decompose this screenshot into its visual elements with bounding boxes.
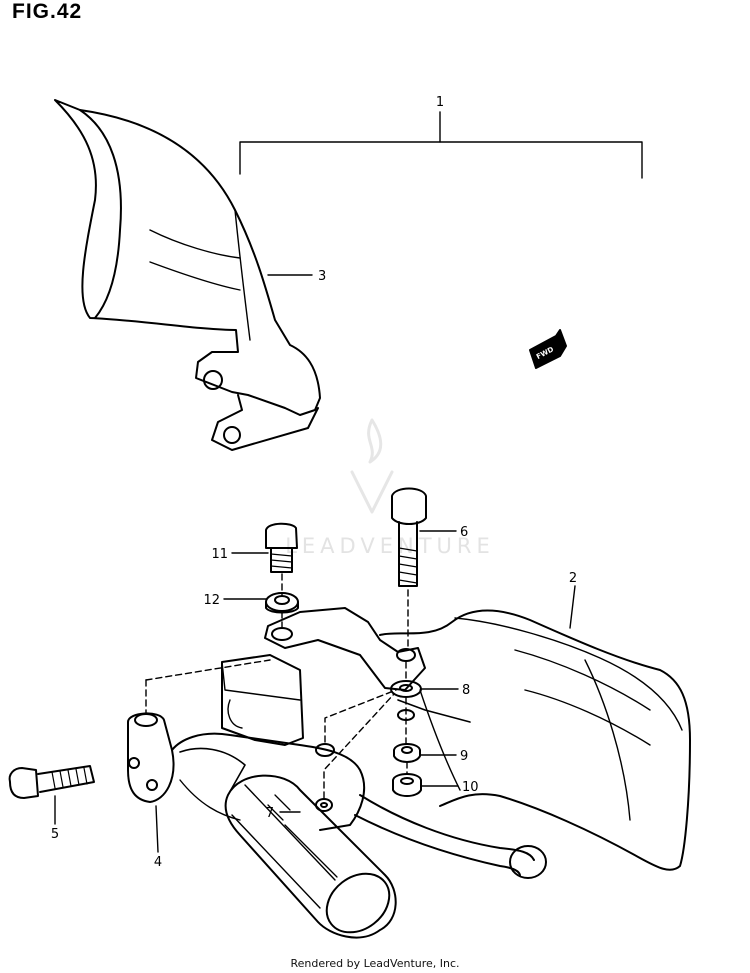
callout-11: 11 [211,547,228,562]
upper-hand-guard [54,99,321,451]
clutch-lever [354,794,547,879]
mounting-bracket [264,607,471,723]
callout-12: 12 [203,593,220,608]
screw-7 [315,798,333,812]
callout-1: 1 [436,95,444,110]
callout-3: 3 [318,269,326,284]
assembly-lines [145,573,409,799]
nut-10 [392,773,422,797]
callout-9: 9 [460,749,468,764]
leader-lines [54,111,643,853]
washer-12 [265,592,299,614]
callout-2: 2 [569,571,577,586]
watermark-text: LEADVENTURE [285,534,495,558]
footer-credit: Rendered by LeadVenture, Inc. [290,957,460,970]
lower-hand-guard [379,609,691,871]
callout-6: 6 [460,525,468,540]
watermark-logo [350,418,394,514]
callout-10: 10 [462,780,479,795]
handlebar-grip [179,747,397,939]
callout-4: 4 [154,855,162,870]
callout-8: 8 [462,683,470,698]
bolt-5 [8,765,95,799]
callout-5: 5 [51,827,59,842]
figure-title: FIG.42 [12,0,83,23]
callout-7: 7 [266,806,274,821]
lever-holder [127,654,366,831]
bolt-6 [391,487,427,587]
washer-9 [393,743,421,763]
fwd-arrow-icon [529,329,567,369]
bolt-11 [265,522,298,573]
callout-labels: 1 2 3 4 5 6 7 8 9 10 11 12 [51,95,577,870]
